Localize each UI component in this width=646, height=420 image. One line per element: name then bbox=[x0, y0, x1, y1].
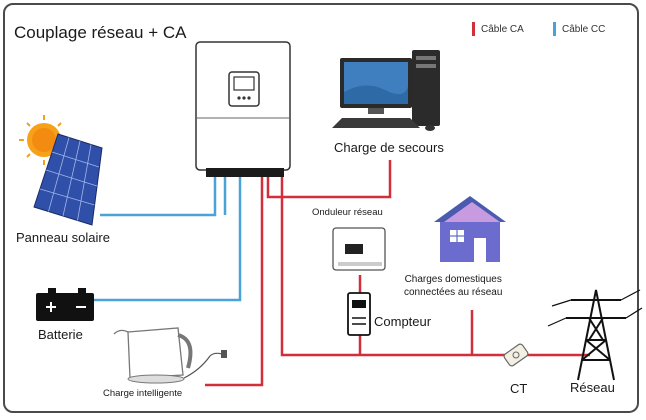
legend-ac-label: Câble CA bbox=[481, 23, 524, 35]
ac-cables bbox=[205, 160, 590, 387]
ct-clamp-icon bbox=[503, 343, 529, 367]
backup-load-label: Charge de secours bbox=[334, 140, 444, 155]
battery-icon bbox=[36, 288, 94, 321]
ac-cable-kettle bbox=[205, 175, 264, 387]
legend-dc-cable: Câble CC bbox=[553, 22, 605, 36]
ac-cable-backup bbox=[266, 160, 392, 199]
hybrid-inverter-icon bbox=[195, 41, 291, 177]
diagram-frame bbox=[3, 3, 639, 413]
solar-panel-icon bbox=[19, 115, 103, 226]
meter-label: Compteur bbox=[374, 314, 432, 329]
power-tower-icon bbox=[547, 289, 643, 381]
ct-label: CT bbox=[510, 381, 528, 396]
smart-load-label: Charge intelligente bbox=[103, 388, 183, 399]
dc-cable-solar bbox=[100, 175, 217, 217]
home-loads-label-line1: Charges domestiques bbox=[404, 274, 502, 285]
diagram-title: Couplage réseau + CA bbox=[14, 23, 187, 42]
home-loads-label: Charges domestiques connectées au réseau bbox=[404, 273, 502, 299]
home-loads-label-line2: connectées au réseau bbox=[404, 287, 503, 298]
kettle-icon bbox=[113, 327, 227, 384]
battery-label: Batterie bbox=[38, 327, 83, 342]
legend-dc-swatch bbox=[553, 22, 556, 36]
legend-ac-swatch bbox=[472, 22, 475, 36]
grid-inverter-icon bbox=[332, 227, 386, 271]
grid-label: Réseau bbox=[570, 380, 615, 395]
house-icon bbox=[434, 196, 506, 262]
solar-panel-label: Panneau solaire bbox=[16, 230, 110, 245]
desktop-computer-icon bbox=[332, 50, 440, 131]
meter-icon bbox=[347, 292, 371, 336]
legend-dc-label: Câble CC bbox=[562, 23, 606, 35]
ac-cable-grid bbox=[280, 175, 590, 357]
dc-cables bbox=[92, 175, 242, 302]
grid-inverter-label: Onduleur réseau bbox=[312, 207, 383, 218]
legend-ac-cable: Câble CA bbox=[472, 22, 524, 36]
dc-cable-battery bbox=[92, 175, 242, 302]
